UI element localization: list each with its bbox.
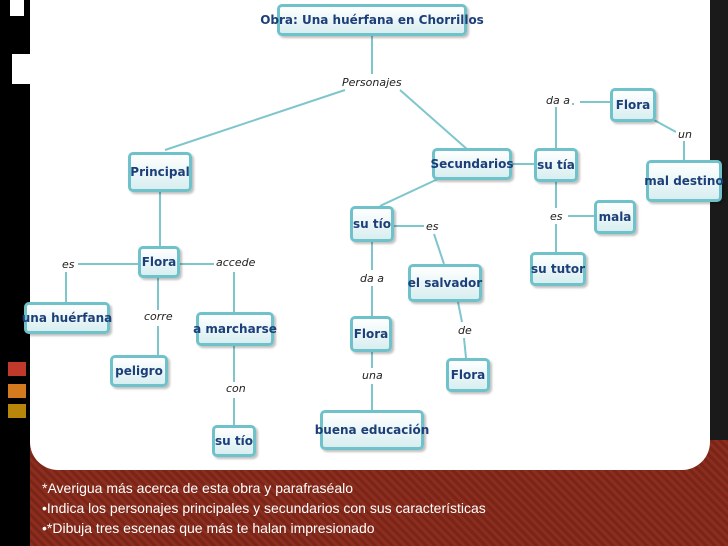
- bullet-item: *Averigua más acerca de esta obra y para…: [42, 480, 354, 496]
- label-accede: accede: [214, 256, 258, 269]
- strip-gold-bar: [8, 404, 26, 418]
- node-su-tio-left: su tío: [212, 425, 256, 457]
- node-flora-salvador: Flora: [446, 358, 490, 392]
- label-de: de: [456, 324, 474, 337]
- label-un: un: [676, 128, 694, 141]
- node-flora-main: Flora: [138, 246, 180, 278]
- node-principal: Principal: [128, 152, 192, 192]
- label-es-right: es: [548, 210, 565, 223]
- node-su-tutor: su tutor: [530, 252, 586, 286]
- label-personajes: Personajes: [340, 76, 404, 89]
- node-secundarios: Secundarios: [430, 148, 514, 180]
- label-una: una: [360, 369, 385, 382]
- label-da-a-top: da a: [544, 94, 572, 107]
- connector-de-flora: [463, 337, 467, 359]
- strip-red-bar: [8, 362, 26, 376]
- node-peligro: peligro: [110, 355, 168, 387]
- label-con: con: [224, 382, 248, 395]
- node-flora-mid: Flora: [350, 316, 392, 352]
- node-su-tio-mid: su tío: [350, 206, 394, 242]
- connector-secundarios-sutio: [379, 177, 441, 207]
- node-flora-top: Flora: [610, 88, 656, 122]
- connector-personajes-principal: [164, 89, 346, 151]
- node-mal-destino: mal destino: [644, 160, 724, 202]
- strip-white-block: [10, 0, 24, 16]
- label-corre: corre: [142, 310, 175, 323]
- bullet-item: •Indica los personajes principales y sec…: [42, 500, 486, 516]
- label-es-left: es: [60, 258, 77, 271]
- connector-sutia-daa: [555, 103, 574, 148]
- connector-floratop-un: [653, 119, 677, 133]
- footer-bullet-list: *Averigua más acerca de esta obra y para…: [42, 478, 486, 538]
- bullet-item: •*Dibuja tres escenas que más te halan i…: [42, 520, 375, 536]
- left-decorative-strip: [0, 0, 30, 546]
- node-su-tia: su tía: [534, 148, 578, 182]
- connector-salvador-de: [457, 301, 463, 323]
- node-buena-educacion: buena educación: [315, 410, 429, 450]
- strip-white-mark: [12, 54, 30, 84]
- node-mala: mala: [594, 200, 636, 234]
- label-da-a-mid: da a: [358, 272, 386, 285]
- connector-es-salvador: [433, 233, 445, 265]
- node-el-salvador: el salvador: [408, 264, 482, 302]
- strip-orange-bar: [8, 384, 26, 398]
- node-una-huerfana: una huérfana: [22, 302, 112, 334]
- node-title: Obra: Una huérfana en Chorrillos: [260, 4, 484, 36]
- connector-personajes-secundarios: [399, 89, 469, 151]
- node-a-marcharse: a marcharse: [193, 312, 277, 346]
- label-es-mid: es: [424, 220, 441, 233]
